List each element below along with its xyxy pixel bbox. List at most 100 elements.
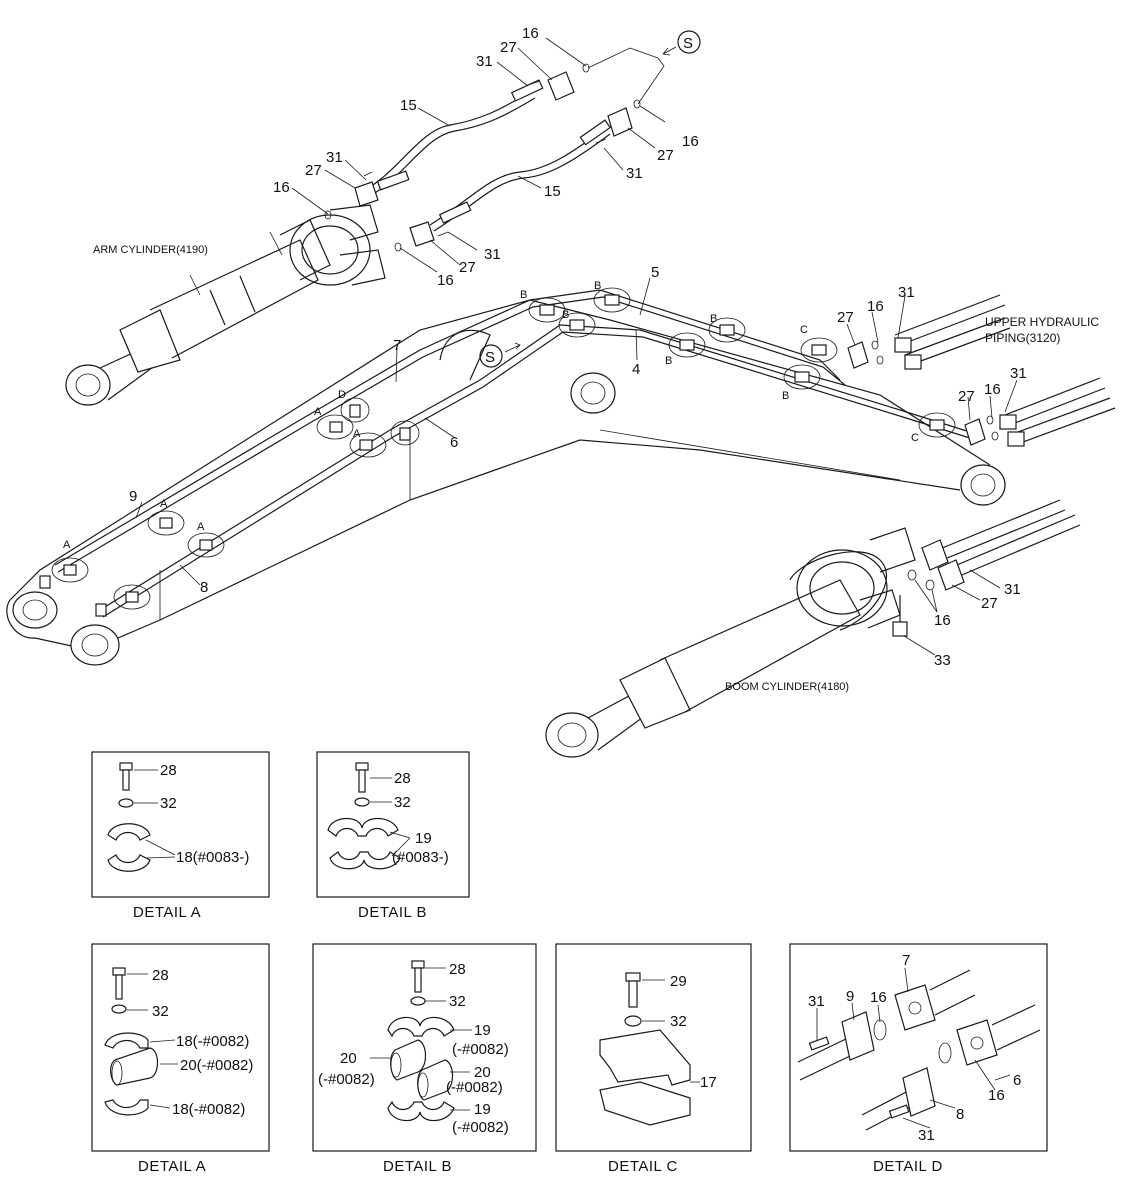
- callout-16: 16: [984, 381, 1001, 398]
- callout-9: 9: [129, 488, 137, 505]
- marker-c: C: [800, 324, 808, 336]
- marker-b: B: [594, 280, 601, 292]
- detail-b-old-callout-19-note: (-#0082): [452, 1041, 509, 1058]
- upper-connections: [847, 294, 1116, 447]
- callout-31: 31: [326, 149, 343, 166]
- callout-31: 31: [626, 165, 643, 182]
- callout-16: 16: [522, 25, 539, 42]
- callout-31: 31: [484, 246, 501, 263]
- s-marker-top: S: [683, 35, 693, 52]
- callout-31: 31: [898, 284, 915, 301]
- callout-27: 27: [305, 162, 322, 179]
- callout-27: 27: [958, 388, 975, 405]
- detail-b-old-callout-20: 20: [340, 1050, 357, 1067]
- detail-a-old-caption: DETAIL A: [138, 1158, 206, 1175]
- detail-a-old-callout-18b: 18(-#0082): [172, 1101, 245, 1118]
- detail-c-caption: DETAIL C: [608, 1158, 678, 1175]
- detail-c-parts: [599, 972, 700, 1126]
- detail-b-old-callout-32: 32: [449, 993, 466, 1010]
- marker-d: D: [338, 389, 346, 401]
- detail-c-callout-32: 32: [670, 1013, 687, 1030]
- boom: [6, 299, 1006, 666]
- detail-b-old-callout-20b: 20: [474, 1064, 491, 1081]
- detail-d-caption: DETAIL D: [873, 1158, 943, 1175]
- detail-a-old-callout-18: 18(-#0082): [176, 1033, 249, 1050]
- marker-a: A: [63, 539, 71, 551]
- callout-5: 5: [651, 264, 659, 281]
- detail-a-callout-18: 18(#0083-): [176, 849, 249, 866]
- callout-7: 7: [393, 337, 401, 354]
- detail-a-old-callout-28: 28: [152, 967, 169, 984]
- detail-d-callout-8: 8: [956, 1106, 964, 1123]
- callout-16: 16: [867, 298, 884, 315]
- detail-b-old-caption: DETAIL B: [383, 1158, 452, 1175]
- callout-31: 31: [1004, 581, 1021, 598]
- detail-a-new-caption: DETAIL A: [133, 904, 201, 921]
- boom-pipes: [39, 287, 974, 618]
- detail-d-box: [789, 943, 1048, 1152]
- upper-piping-label-1: UPPER HYDRAULIC: [985, 315, 1099, 329]
- marker-b: B: [562, 309, 569, 321]
- detail-a-callout-32: 32: [160, 795, 177, 812]
- detail-d-callout-16: 16: [870, 989, 887, 1006]
- s-marker-boom: S: [485, 349, 495, 366]
- detail-b-old-callout-19b-note: (-#0082): [452, 1119, 509, 1136]
- detail-d-callout-16b: 16: [988, 1087, 1005, 1104]
- callout-16: 16: [273, 179, 290, 196]
- callout-16: 16: [437, 272, 454, 289]
- marker-c: C: [911, 432, 919, 444]
- callout-31: 31: [1010, 365, 1027, 382]
- detail-b-old-callout-28: 28: [449, 961, 466, 978]
- boom-cylinder-label: BOOM CYLINDER(4180): [725, 681, 849, 693]
- detail-c-callout-29: 29: [670, 973, 687, 990]
- callout-27: 27: [657, 147, 674, 164]
- detail-b-callout-19: 19: [415, 830, 432, 847]
- callout-27: 27: [837, 309, 854, 326]
- marker-b: B: [665, 355, 672, 367]
- callout-27: 27: [500, 39, 517, 56]
- callout-33: 33: [934, 652, 951, 669]
- detail-a-new-parts: [107, 762, 176, 872]
- marker-a: A: [197, 521, 205, 533]
- marker-b: B: [710, 313, 717, 325]
- detail-b-old-callout-19: 19: [474, 1022, 491, 1039]
- callout-27: 27: [981, 595, 998, 612]
- detail-c-callout-17: 17: [700, 1074, 717, 1091]
- detail-a-old-callout-20: 20(-#0082): [180, 1057, 253, 1074]
- callout-15: 15: [544, 183, 561, 200]
- detail-b-new-parts: [327, 762, 411, 870]
- marker-a: A: [160, 498, 168, 510]
- detail-b-callout-28: 28: [394, 770, 411, 787]
- detail-a-callout-28: 28: [160, 762, 177, 779]
- detail-d-parts: [797, 967, 1041, 1131]
- arm-cylinder: [65, 204, 386, 406]
- detail-b-callout-19-note: (#0083-): [392, 849, 449, 866]
- callout-31: 31: [476, 53, 493, 70]
- detail-b-old-parts: [370, 960, 472, 1122]
- detail-b-old-callout-20-note: (-#0082): [318, 1071, 375, 1088]
- detail-d-callout-31b: 31: [918, 1127, 935, 1144]
- detail-d-callout-31: 31: [808, 993, 825, 1010]
- callout-4: 4: [632, 361, 640, 378]
- detail-b-old-callout-20b-note: (-#0082): [446, 1079, 503, 1096]
- marker-b: B: [520, 289, 527, 301]
- detail-a-old-parts: [104, 967, 178, 1116]
- boom-cylinder: [545, 499, 1081, 758]
- detail-d-callout-9: 9: [846, 988, 854, 1005]
- detail-d-callout-6: 6: [1013, 1072, 1021, 1089]
- callout-27: 27: [459, 259, 476, 276]
- detail-b-new-caption: DETAIL B: [358, 904, 427, 921]
- callout-6: 6: [450, 434, 458, 451]
- callout-16: 16: [934, 612, 951, 629]
- detail-a-old-callout-32: 32: [152, 1003, 169, 1020]
- arm-cylinder-label: ARM CYLINDER(4190): [93, 244, 208, 256]
- callout-16: 16: [682, 133, 699, 150]
- marker-b: B: [782, 390, 789, 402]
- detail-b-callout-32: 32: [394, 794, 411, 811]
- callout-8: 8: [200, 579, 208, 596]
- marker-a: A: [353, 428, 361, 440]
- detail-d-callout-7: 7: [902, 952, 910, 969]
- arm-hoses: [324, 47, 665, 252]
- upper-piping-label-2: PIPING(3120): [985, 331, 1060, 345]
